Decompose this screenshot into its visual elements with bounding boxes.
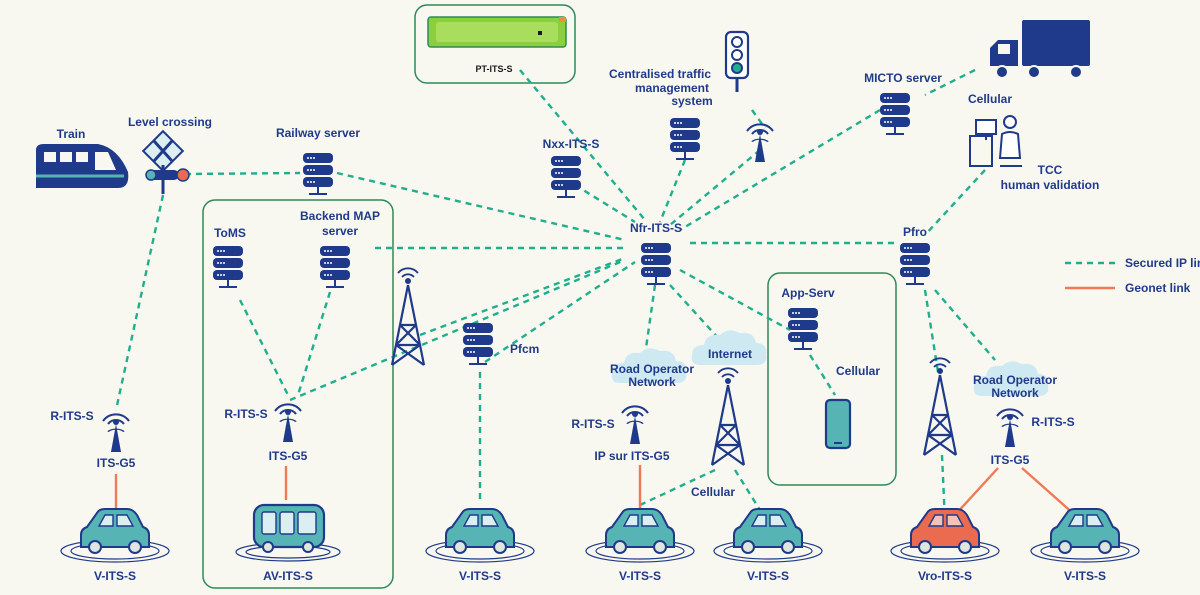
v-its-s-car-4-icon [713, 508, 823, 563]
train-label: Train [57, 127, 86, 141]
secured-links [114, 68, 1115, 523]
tcc-label-1: TCC [1038, 163, 1063, 177]
level-crossing-label: Level crossing [128, 115, 212, 129]
legend-geonet-label: Geonet link [1125, 281, 1191, 295]
r-its-s-mid-antenna-icon [621, 405, 649, 445]
internet-label: Internet [708, 347, 752, 361]
vro-its-s-label: Vro-ITS-S [918, 569, 972, 583]
micto-label: MICTO server [864, 71, 942, 85]
nxx-server-icon [550, 155, 582, 198]
its-g5-right-label: ITS-G5 [991, 453, 1030, 467]
v-its-s-label-1: V-ITS-S [94, 569, 136, 583]
centralised-label-3: system [671, 94, 712, 108]
railway-server-label: Railway server [276, 126, 360, 140]
legend-secured-label: Secured IP link [1125, 256, 1200, 270]
toms-server-icon [212, 245, 244, 288]
geonet-links [114, 286, 1115, 516]
v-its-s-label-5: V-ITS-S [1064, 569, 1106, 583]
micto-server-icon [879, 92, 911, 135]
nfr-label: Nfr-ITS-S [630, 221, 682, 235]
ron-label-1b: Network [628, 375, 676, 389]
backend-label-1: Backend MAP [300, 209, 380, 223]
cellular-mid-label: Cellular [691, 485, 735, 499]
v-its-s-label-4: V-ITS-S [747, 569, 789, 583]
ip-sur-label: IP sur ITS-G5 [594, 449, 669, 463]
av-group-frame [202, 199, 394, 589]
cellular-app-label: Cellular [836, 364, 880, 378]
operator-icon [969, 115, 1022, 167]
r-its-s-right-antenna-icon [996, 408, 1024, 448]
its-g5-left-label: ITS-G5 [97, 456, 136, 470]
ron-label-2a: Road Operator [973, 373, 1057, 387]
level-crossing-icon [141, 129, 190, 194]
centralised-label-1: Centralised traffic [609, 67, 711, 81]
smartphone-icon [824, 398, 852, 450]
r-its-s-left-label: R-ITS-S [50, 409, 93, 423]
centralised-label-2: management [635, 81, 709, 95]
cell-tower-icon-1 [390, 267, 426, 367]
v-its-s-car-2-icon [425, 508, 535, 563]
pfro-server-icon [899, 242, 931, 285]
train-icon [36, 144, 129, 188]
v-its-s-label-2: V-ITS-S [459, 569, 501, 583]
v-its-s-car-3-icon [585, 508, 695, 563]
r-its-s-av-label: R-ITS-S [224, 407, 267, 421]
centralised-server-icon [669, 117, 701, 160]
toms-label: ToMS [214, 226, 246, 240]
app-serv-server-icon [787, 307, 819, 350]
nxx-label: Nxx-ITS-S [543, 137, 600, 151]
r-its-s-mid-label: R-ITS-S [571, 417, 614, 431]
truck-icon [990, 20, 1090, 79]
cell-tower-icon-2 [710, 367, 746, 467]
autonomous-shuttle-icon [235, 503, 341, 562]
pfcm-server-icon [462, 322, 494, 365]
r-its-s-av-antenna-icon [274, 403, 302, 443]
legend: Secured IP link Geonet link [1125, 256, 1200, 295]
tcc-label-2: human validation [1001, 178, 1100, 192]
v-its-s-car-5-icon [1030, 508, 1140, 563]
pt-its-s-label: PT-ITS-S [475, 64, 512, 74]
ron-label-2b: Network [991, 386, 1039, 400]
av-its-s-label: AV-ITS-S [263, 569, 313, 583]
v-its-s-car-1-icon [60, 508, 170, 563]
cellular-top-label: Cellular [968, 92, 1012, 106]
pfcm-label: Pfcm [510, 342, 539, 356]
backend-label-2: server [322, 224, 358, 238]
cell-tower-icon-3 [922, 357, 958, 457]
its-g5-av-label: ITS-G5 [269, 449, 308, 463]
vro-car-icon [890, 508, 1000, 563]
nfr-server-icon [640, 242, 672, 285]
app-serv-label: App-Serv [781, 286, 835, 300]
r-its-s-right-label: R-ITS-S [1031, 415, 1074, 429]
railway-server-icon [302, 152, 334, 195]
pt-its-s-frame [414, 4, 576, 84]
pt-bus-icon [427, 16, 567, 48]
traffic-light-icon [724, 30, 750, 92]
r-its-s-left-antenna-icon [102, 413, 130, 453]
v-its-s-label-3: V-ITS-S [619, 569, 661, 583]
backend-server-icon [319, 245, 351, 288]
ron-label-1a: Road Operator [610, 362, 694, 376]
pfro-label: Pfro [903, 225, 927, 239]
app-serv-frame [767, 272, 897, 486]
